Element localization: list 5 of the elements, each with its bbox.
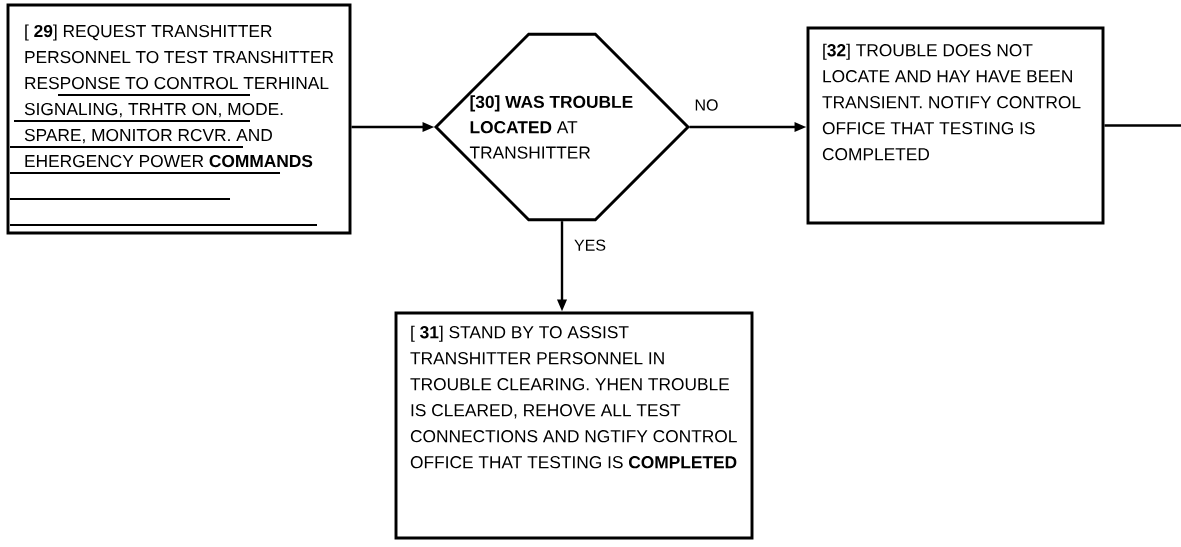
process-box: [32] TROUBLE DOES NOT LOCATE AND HAY HAVE BEEN TRANSIENT. NOTIFY CONTROL OFFICE THAT TESTING IS COMPLETED xyxy=(806,26,1105,225)
process-box: [ 31] STAND BY TO ASSIST TRANSHITTER PERSONNEL IN TROUBLE CLEARING. YHEN TROUBLE IS CLEARED, REHOVE ALL TEST CONNECTIONS AND NGTIFY CONTROL OFFICE THAT TESTING IS COMPLETED xyxy=(394,311,754,540)
edge-label: YES xyxy=(574,239,606,251)
process-box: [ 29] REQUEST TRANSHITTER PERSONNEL TO TEST TRANSHITTER RESPONSE TO CONTROL TERHINAL SIGNALING, TRHTR ON, MODE. SPARE, MONITOR RCVR. AND EHERGENCY POWER COMMANDS xyxy=(6,3,352,235)
edge-label: NO xyxy=(695,99,718,111)
